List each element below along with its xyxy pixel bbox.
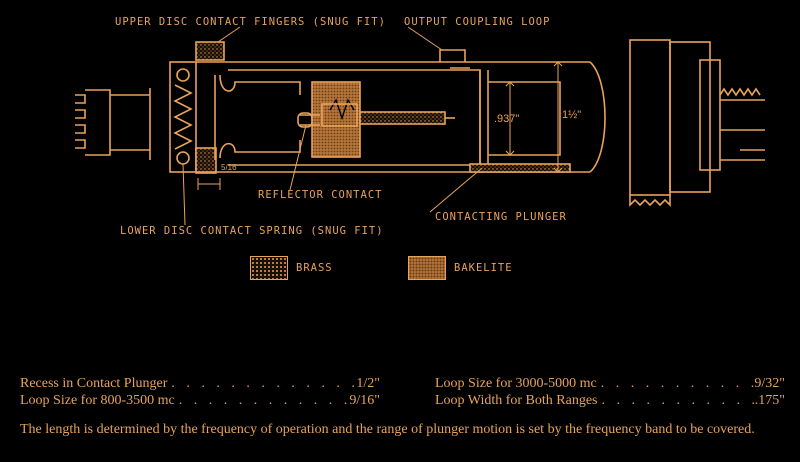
spec-name: Loop Size for 3000-5000 mc [435,376,597,391]
tube-pins [75,88,151,160]
callout-reflector: REFLECTOR CONTACT [258,189,382,201]
brass-swatch [250,256,288,280]
leader-dots: . . . . . . . . . . . . . . . . [600,376,755,391]
legend-bakelite-label: BAKELITE [454,262,513,274]
spec-name: Loop Width for Both Ranges [435,393,598,408]
legend-bakelite: BAKELITE [408,255,513,281]
upper-fingers-block [195,41,225,61]
callout-plunger: CONTACTING PLUNGER [435,211,567,223]
dim-gap: 5/16 [221,163,237,172]
dimension-lines [505,61,563,173]
dim-inner-diameter: .937" [494,113,519,125]
spec-row: Recess in Contact Plunger . . . . . . . … [20,376,380,392]
callout-lower-spring: LOWER DISC CONTACT SPRING (SNUG FIT) [120,225,384,237]
right-flange [629,39,765,207]
legend-brass-label: BRASS [296,262,333,274]
spec-value: .175" [754,393,785,408]
spec-row: Loop Size for 3000-5000 mc . . . . . . .… [435,376,785,392]
contacting-plunger [469,163,571,173]
leader-dots: . . . . . . . . . . . . . . . . [171,376,356,391]
leader-dots: . . . . . . . . . . . . . . . . [601,393,755,408]
leader-lines [182,26,483,226]
footnote-text: The length is determined by the frequenc… [20,422,755,437]
inner-cavity [228,69,561,166]
reflector-rod [297,111,455,128]
spec-value: 9/32" [754,376,785,391]
lower-disc-contact-spring [169,61,197,173]
dim-outer-diameter: 1½" [562,109,581,121]
spec-value: 9/16" [349,393,380,408]
callout-upper-fingers: UPPER DISC CONTACT FINGERS (SNUG FIT) [115,16,386,28]
reflector-block [311,81,361,158]
spec-name: Loop Size for 800-3500 mc [20,393,175,408]
legend-brass: BRASS [250,255,333,281]
cavity-diagram: UPPER DISC CONTACT FINGERS (SNUG FIT) OU… [75,16,765,237]
spec-name: Recess in Contact Plunger [20,376,168,391]
spec-row: Loop Size for 800-3500 mc . . . . . . . … [20,393,380,409]
gap-block [195,147,217,174]
spec-value: 1/2" [356,376,380,391]
bakelite-swatch [408,256,446,280]
callout-output-loop: OUTPUT COUPLING LOOP [404,16,550,28]
spec-row: Loop Width for Both Ranges . . . . . . .… [435,393,785,409]
output-coupling-loop [439,49,470,69]
leader-dots: . . . . . . . . . . . . . . . . [178,393,350,408]
